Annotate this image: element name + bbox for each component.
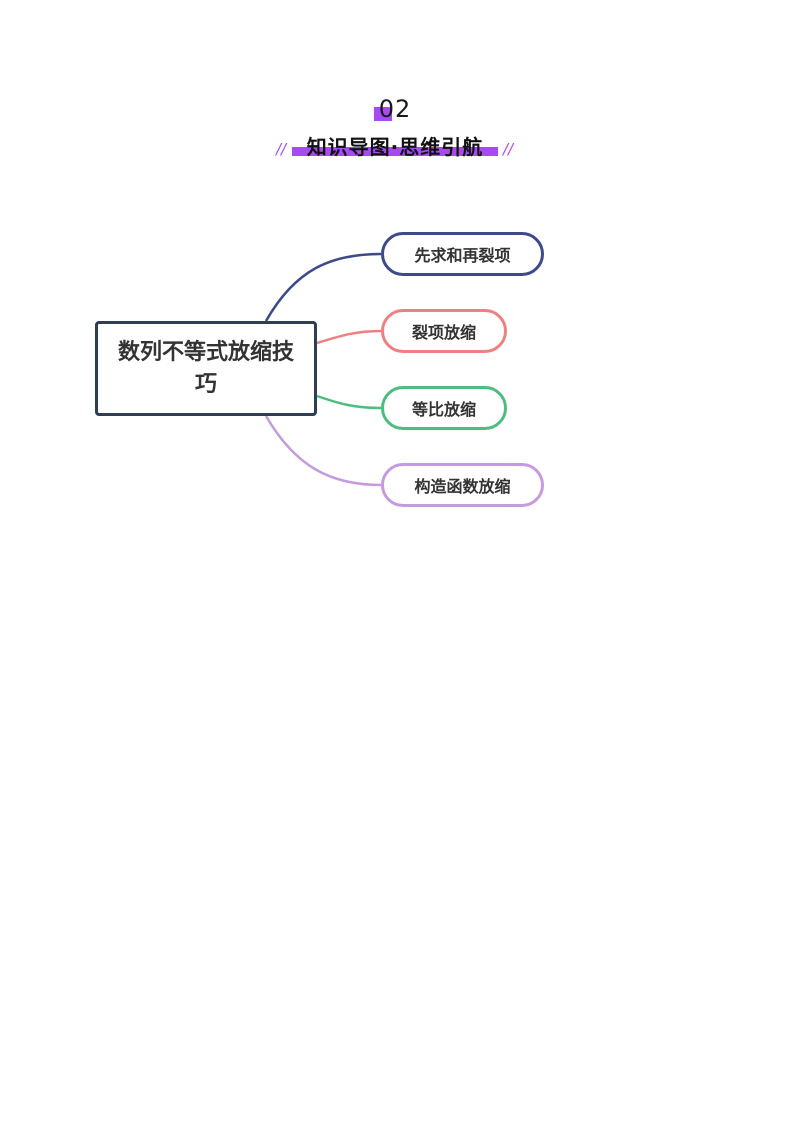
- connector-branch-1: [264, 252, 382, 322]
- connector-branch-2: [316, 329, 382, 345]
- branch-topic-4[interactable]: 构造函数放缩: [381, 463, 544, 507]
- branch-topic-3[interactable]: 等比放缩: [381, 386, 507, 430]
- branch-topic-2[interactable]: 裂项放缩: [381, 309, 507, 353]
- title-highlight-bar: [292, 147, 498, 156]
- connector-branch-3: [316, 394, 382, 410]
- central-topic[interactable]: 数列不等式放缩技巧: [95, 321, 317, 416]
- section-number: 02: [378, 95, 412, 123]
- decorative-slash-left: //: [276, 140, 287, 158]
- decorative-slash-right: //: [503, 140, 514, 158]
- connector-branch-4: [264, 415, 382, 487]
- number-highlight-block: [374, 107, 392, 121]
- section-title: 知识导图·思维引航: [306, 135, 484, 159]
- section-header: 02 知识导图·思维引航 // //: [270, 92, 520, 162]
- branch-topic-1[interactable]: 先求和再裂项: [381, 232, 544, 276]
